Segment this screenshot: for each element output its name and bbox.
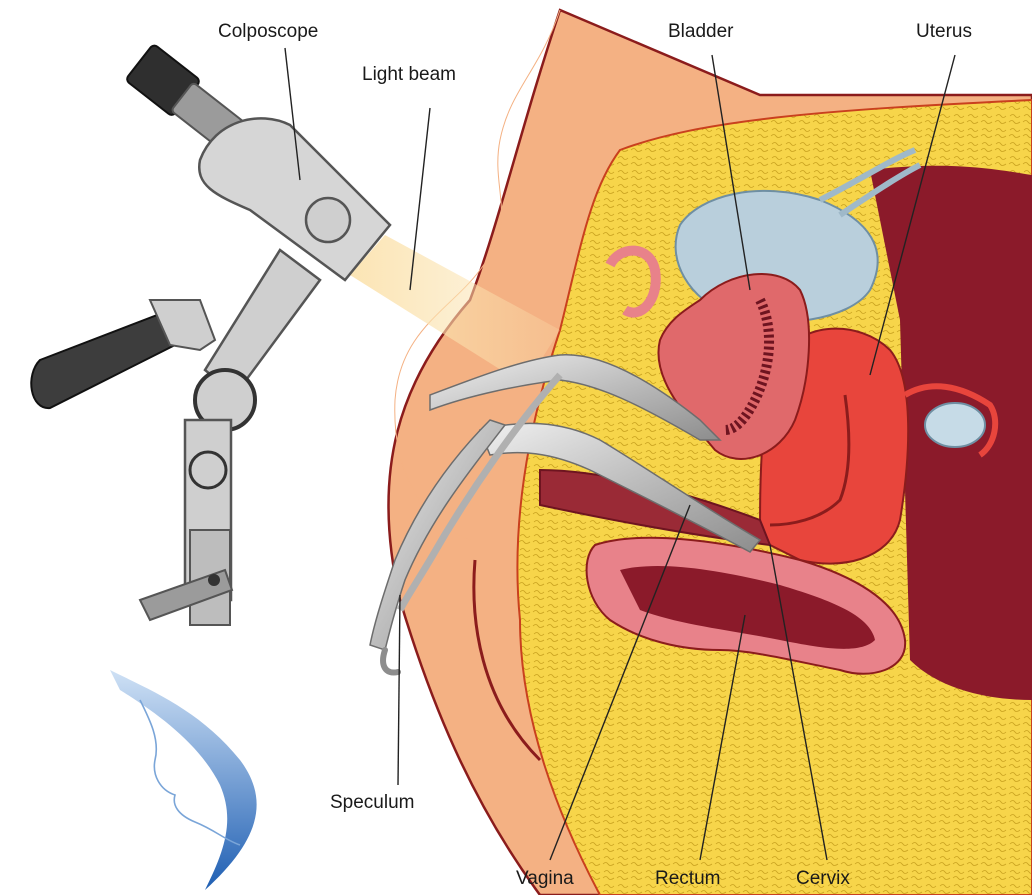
label-colposcope: Colposcope xyxy=(218,21,318,42)
label-vagina: Vagina xyxy=(516,868,574,889)
colposcope xyxy=(31,44,390,625)
ovary xyxy=(925,403,985,447)
colposcope-head xyxy=(199,118,390,280)
label-cervix: Cervix xyxy=(796,868,850,889)
colposcope-handle xyxy=(31,312,177,408)
colposcope-lower-joint xyxy=(190,452,226,488)
speculum-handle-tip xyxy=(383,650,398,673)
label-uterus: Uterus xyxy=(916,21,972,42)
label-light-beam: Light beam xyxy=(362,64,456,85)
label-rectum: Rectum xyxy=(655,868,720,889)
body-cross-section xyxy=(388,10,1032,895)
label-speculum: Speculum xyxy=(330,792,415,813)
colposcope-knob xyxy=(306,198,350,242)
leader-speculum xyxy=(398,595,400,785)
face-profile-logo-icon xyxy=(110,670,257,890)
label-bladder: Bladder xyxy=(668,21,734,42)
colposcope-lever-pin xyxy=(208,574,220,586)
